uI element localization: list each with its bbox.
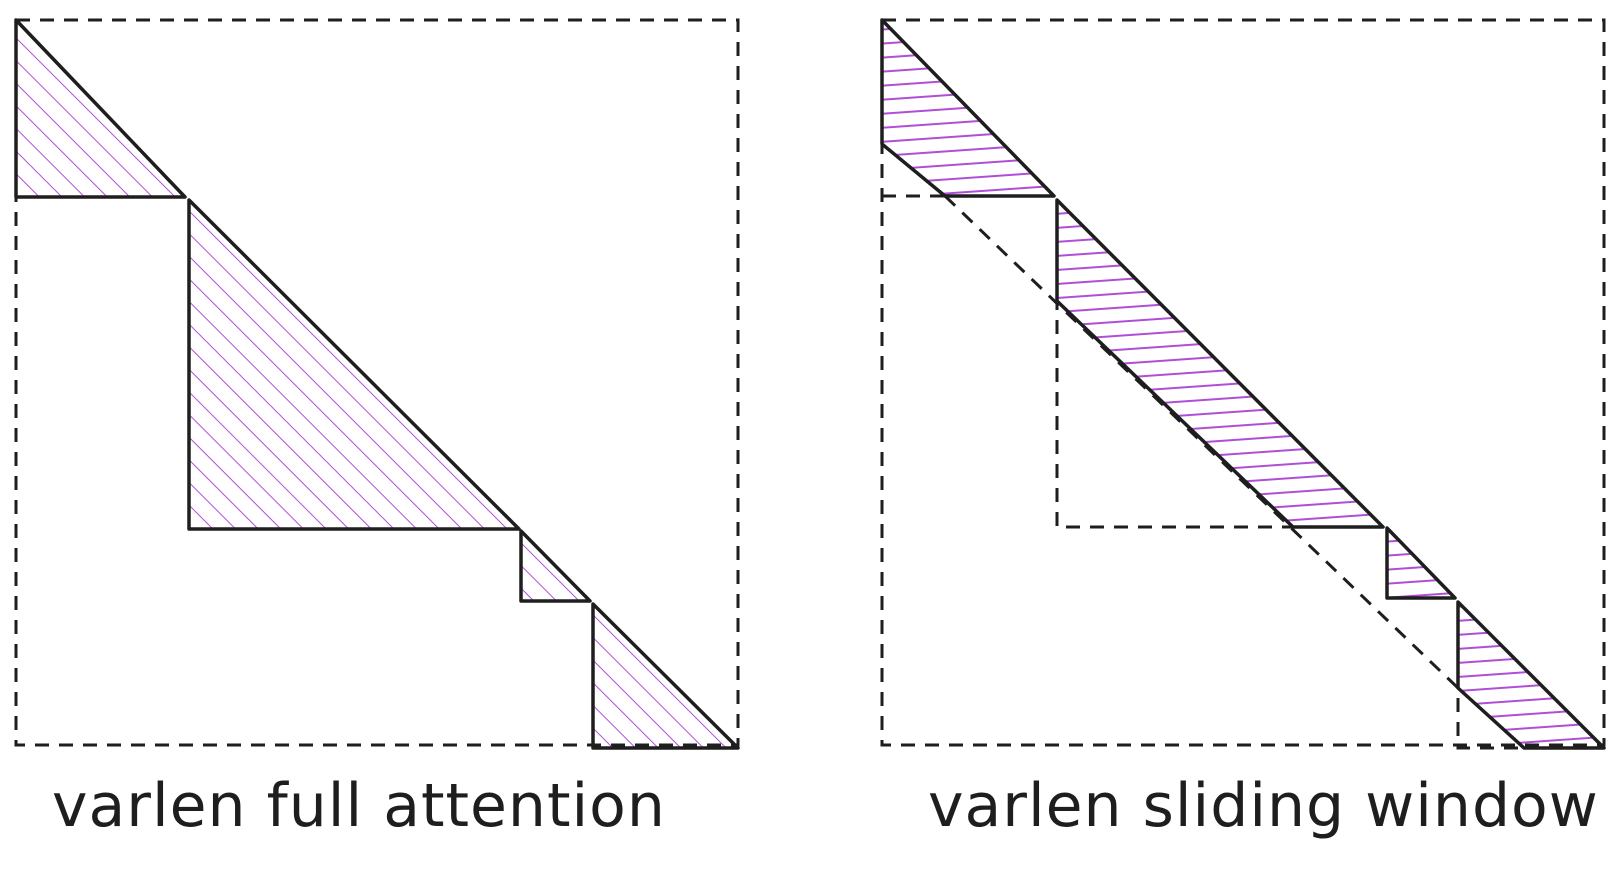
full-attention-block-3 — [519, 529, 592, 603]
sequence-2-block-boundary — [1055, 200, 1293, 529]
sliding-window-matrix-outline — [880, 18, 1606, 747]
sliding-window-band-2 — [1055, 198, 1385, 529]
window-lower-edge-dashed — [943, 194, 1460, 690]
sliding-window-panel — [880, 18, 1606, 750]
full-attention-caption: varlen full attention — [52, 771, 666, 841]
full-attention-matrix-outline — [14, 18, 740, 747]
full-attention-block-4 — [591, 602, 740, 750]
sliding-window-band-1 — [880, 18, 1056, 198]
sliding-window-band-3 — [1385, 526, 1457, 600]
full-attention-block-1 — [14, 18, 187, 199]
full-attention-panel — [14, 18, 740, 750]
full-attention-block-2 — [187, 198, 521, 531]
sliding-window-caption: varlen sliding window — [928, 771, 1599, 841]
sliding-window-band-4 — [1456, 600, 1606, 750]
